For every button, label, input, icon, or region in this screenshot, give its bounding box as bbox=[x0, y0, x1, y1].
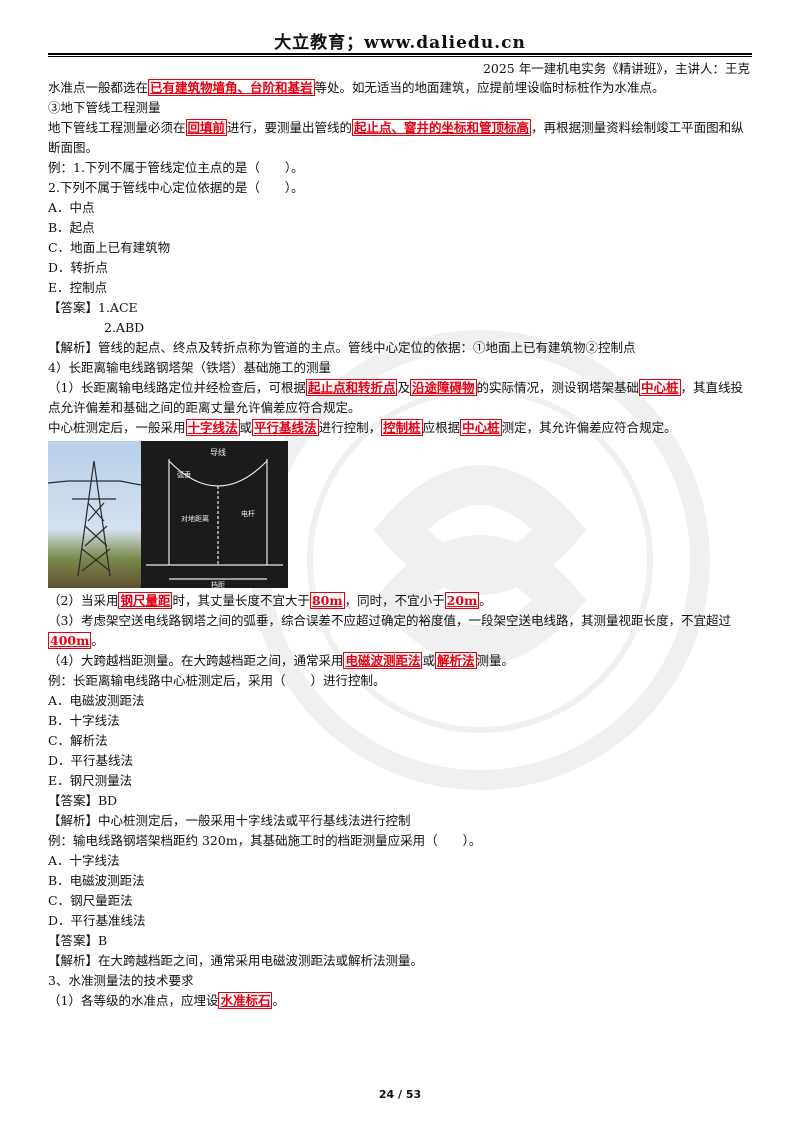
highlight: 起止点、窨井的坐标和管顶标高 bbox=[352, 119, 532, 136]
answer: 【答案】BD bbox=[48, 793, 118, 808]
paragraph-long-span: （4）大跨越档距测量。在大跨越档距之间，通常采用电磁波测距法或解析法测量。 bbox=[48, 652, 515, 669]
question: 例：输电线路钢塔架档距约 320m，其基础施工时的档距测量应采用（ ）。 bbox=[48, 833, 482, 848]
highlight: 电磁波测距法 bbox=[343, 652, 423, 669]
paragraph-control: 中心桩测定后，一般采用十字线法或平行基线法进行控制，控制桩应根据中心桩测定，其允… bbox=[48, 419, 677, 436]
question: 例：1.下列不属于管线定位主点的是（ ）。 bbox=[48, 160, 304, 175]
section-heading: 4）长距离输电线路钢塔架（铁塔）基础施工的测量 bbox=[48, 360, 331, 375]
highlight: 80m bbox=[309, 592, 345, 609]
highlight: 平行基线法 bbox=[252, 419, 319, 436]
highlight: 十字线法 bbox=[185, 419, 240, 436]
paragraph-benchmark: 水准点一般都选在已有建筑物墙角、台阶和基岩等处。如无适当的地面建筑，应提前埋设临… bbox=[48, 79, 665, 96]
span-diagram: 导线 弧垂 对地距离 电杆 档距 bbox=[141, 441, 288, 588]
option: C．地面上已有建筑物 bbox=[48, 240, 171, 255]
label-span: 档距 bbox=[211, 580, 225, 588]
question: 2.下列不属于管线中心定位依据的是（ ）。 bbox=[48, 180, 304, 195]
explanation: 【解析】管线的起点、终点及转折点称为管道的主点。管线中心定位的依据：①地面上已有… bbox=[48, 340, 636, 355]
highlight: 解析法 bbox=[435, 652, 477, 669]
option: A．中点 bbox=[48, 200, 95, 215]
paragraph-pipeline: 地下管线工程测量必须在回填前进行，要测量出管线的起止点、窨井的坐标和管顶标高，再… bbox=[48, 119, 744, 155]
option: D．平行基准线法 bbox=[48, 913, 146, 928]
label-sag: 弧垂 bbox=[177, 470, 191, 479]
highlight: 控制桩 bbox=[381, 419, 423, 436]
option: C．钢尺量距法 bbox=[48, 893, 133, 908]
answer: 2.ABD bbox=[104, 320, 145, 335]
header-rule-thin bbox=[48, 56, 752, 57]
highlight: 沿途障碍物 bbox=[410, 379, 477, 396]
label-pole: 电杆 bbox=[241, 509, 255, 518]
option: E．钢尺测量法 bbox=[48, 773, 133, 788]
header-rule bbox=[48, 53, 752, 55]
highlight: 水准标石 bbox=[218, 992, 273, 1009]
option: D．平行基线法 bbox=[48, 753, 134, 768]
highlight: 起止点和转折点 bbox=[305, 379, 398, 396]
page-content: 水准点一般都选在已有建筑物墙角、台阶和基岩等处。如无适当的地面建筑，应提前埋设临… bbox=[48, 78, 754, 1011]
section-heading: ③地下管线工程测量 bbox=[48, 100, 161, 115]
highlight: 400m bbox=[48, 632, 92, 649]
tower-icon bbox=[48, 460, 141, 577]
header-title: 大立教育；www.daliedu.cn bbox=[274, 33, 526, 53]
figure: 导线 弧垂 对地距离 电杆 档距 bbox=[48, 441, 754, 588]
section-heading: 3、水准测量法的技术要求 bbox=[48, 973, 194, 988]
option: A．十字线法 bbox=[48, 853, 120, 868]
paragraph-sag: （3）考虑架空送电线路钢塔之间的弧垂，综合误差不应超过确定的裕度值，一段架空送电… bbox=[48, 613, 731, 649]
highlight: 中心桩 bbox=[639, 379, 681, 396]
explanation: 【解析】在大跨越档距之间，通常采用电磁波测距法或解析法测量。 bbox=[48, 953, 424, 968]
answer: 【答案】1.ACE bbox=[48, 300, 138, 315]
option: D．转折点 bbox=[48, 260, 109, 275]
highlight: 中心桩 bbox=[460, 419, 502, 436]
highlight: 20m bbox=[444, 592, 480, 609]
explanation: 【解析】中心桩测定后，一般采用十字线法或平行基线法进行控制 bbox=[48, 813, 411, 828]
tower-photo bbox=[48, 441, 141, 588]
label-conductor: 导线 bbox=[210, 447, 226, 457]
paragraph-tower: （1）长距离输电线路定位并经检查后，可根据起止点和转折点及沿途障碍物的实际情况，… bbox=[48, 379, 744, 415]
highlight: 钢尺量距 bbox=[118, 592, 173, 609]
option: B．十字线法 bbox=[48, 713, 120, 728]
option: E．控制点 bbox=[48, 280, 108, 295]
option: A．电磁波测距法 bbox=[48, 693, 145, 708]
highlight: 已有建筑物墙角、台阶和基岩 bbox=[148, 79, 315, 96]
page-number: 24 / 53 bbox=[378, 1088, 422, 1101]
highlight: 回填前 bbox=[185, 119, 228, 136]
paragraph-benchmark-stone: （1）各等级的水准点，应埋设水准标石。 bbox=[48, 992, 285, 1009]
label-clearance: 对地距离 bbox=[181, 514, 209, 523]
question: 例：长距离输电线路中心桩测定后，采用（ ）进行控制。 bbox=[48, 673, 386, 688]
option: C．解析法 bbox=[48, 733, 108, 748]
answer: 【答案】B bbox=[48, 933, 108, 948]
option: B．电磁波测距法 bbox=[48, 873, 145, 888]
header-subtitle: 2025 年一建机电实务《精讲班》，主讲人：王克 bbox=[482, 61, 750, 76]
option: B．起点 bbox=[48, 220, 95, 235]
